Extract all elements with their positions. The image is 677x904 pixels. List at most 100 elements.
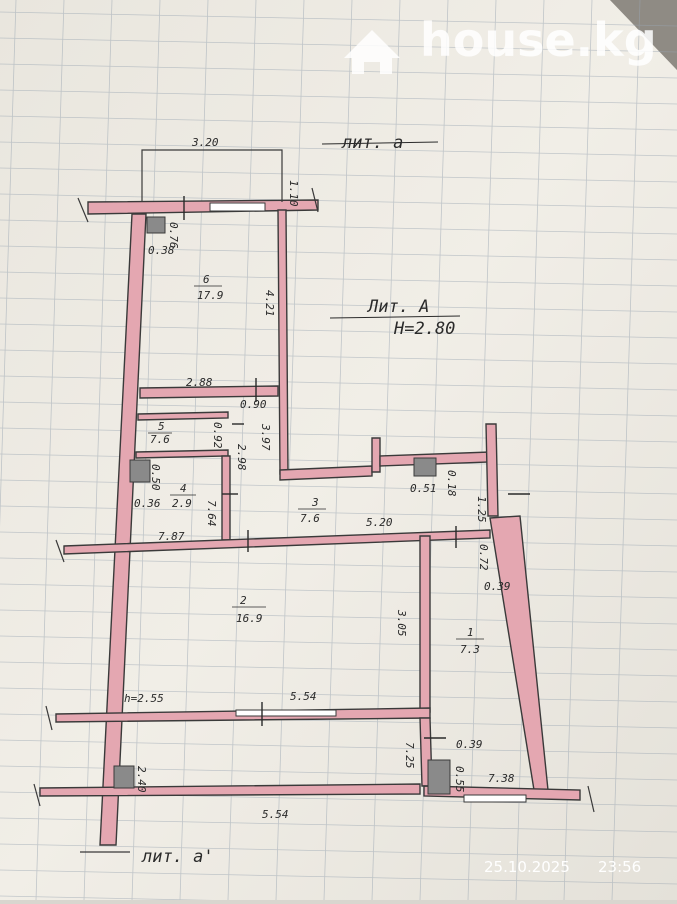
cut-mark-1 <box>77 197 89 223</box>
watermark-brand: house.kg <box>420 13 657 67</box>
dim-top-side: 1.10 <box>287 180 300 207</box>
dim-top-width: 3.20 <box>191 136 219 149</box>
grid-line-vertical <box>35 0 65 901</box>
grid-line-horizontal <box>0 245 677 261</box>
grid-line-horizontal <box>0 323 677 339</box>
grid-line-horizontal <box>0 453 677 469</box>
room-5-area: 7.6 <box>150 433 170 446</box>
room-3-number: 3 <box>311 496 319 509</box>
plan-labels: лит. а Лит. А Н=2.80 лит. а' 6 17.9 5 7.… <box>124 133 515 867</box>
cut-mark-2 <box>311 187 319 213</box>
door-marks <box>183 196 530 739</box>
grid-line-horizontal <box>0 375 677 391</box>
dim-d15: 0.39 <box>484 580 511 593</box>
dim-h-label: h=2.55 <box>124 692 164 705</box>
dim-d3: 0.90 <box>240 398 267 411</box>
grid-line-horizontal <box>0 37 677 53</box>
photo-timestamp: 25.10.2025 23:56 <box>484 858 641 876</box>
grid-line-vertical <box>611 0 641 901</box>
wall-room5-bottom <box>135 449 229 459</box>
grid-line-horizontal <box>0 557 677 573</box>
wall-room4-right <box>221 455 231 541</box>
vent-shaft-5 <box>427 759 451 795</box>
window-room6 <box>209 202 266 212</box>
dim-d11: 0.51 <box>410 482 437 495</box>
wall-room5-top <box>137 411 229 421</box>
dim-d6: 3.97 <box>259 423 272 451</box>
grid-line-vertical <box>0 0 17 528</box>
wall-room1-left <box>419 535 431 713</box>
grid-line-horizontal <box>0 167 677 183</box>
window-room2 <box>235 709 337 717</box>
wall-corridor-upper <box>279 465 373 481</box>
wall-corridor-lower <box>63 529 491 555</box>
dim-room2-height: 3.05 <box>395 609 408 637</box>
walls <box>39 199 581 846</box>
dim-d14: 0.72 <box>477 544 490 571</box>
grid-line-horizontal <box>0 219 677 235</box>
room-2-number: 2 <box>240 594 247 607</box>
wall-bottom-left <box>39 783 421 797</box>
paper-shadow <box>610 0 677 70</box>
vent-shaft-1 <box>146 216 166 234</box>
building-label-top-underline <box>321 141 439 145</box>
dim-d2: 0.38 <box>148 244 175 257</box>
vent-shaft-3 <box>413 457 437 477</box>
ceiling-height-label: Н=2.80 <box>393 319 455 339</box>
grid-line-horizontal <box>0 63 677 79</box>
dim-corridor-width: 5.20 <box>366 516 393 529</box>
grid-line-horizontal <box>0 427 677 443</box>
grid-line-horizontal <box>0 505 677 521</box>
dim-d16: 0.39 <box>456 738 483 751</box>
dim-d8: 0.36 <box>134 497 161 510</box>
building-label-bottom: лит. а' <box>141 847 214 867</box>
dim-d7: 0.50 <box>149 464 162 491</box>
grid-line-horizontal <box>0 89 677 105</box>
dim-d1: 0.76 <box>167 222 180 249</box>
dim-d12: 0.18 <box>445 470 458 497</box>
grid-line-vertical <box>275 0 305 901</box>
wall-left <box>99 213 147 846</box>
cut-mark-3 <box>55 539 65 563</box>
grid-line-horizontal <box>0 869 677 885</box>
dim-room2-width: 5.54 <box>290 690 317 703</box>
cut-mark-5 <box>33 783 41 807</box>
room-4-number: 4 <box>180 482 187 495</box>
balcony-outline <box>141 149 283 202</box>
vent-shafts <box>113 216 451 795</box>
dim-d10: 7.87 <box>158 530 185 543</box>
grid-line-vertical <box>83 0 113 901</box>
house-icon <box>344 30 400 74</box>
room-3-area: 7.6 <box>300 512 320 525</box>
grid-line-horizontal <box>0 349 677 365</box>
room-1-number: 1 <box>467 626 474 639</box>
dim-d20: 2.40 <box>135 766 148 793</box>
cut-mark-6 <box>587 785 595 813</box>
dim-d17: 7.25 <box>403 742 416 769</box>
main-label-underline <box>329 315 461 319</box>
wall-right-stub <box>485 423 499 517</box>
windows <box>209 202 527 803</box>
room-2-area: 16.9 <box>236 612 263 625</box>
grid-line-horizontal <box>0 271 677 287</box>
house-kg-watermark: house.kg <box>344 13 657 74</box>
room-6-area: 17.9 <box>197 289 224 302</box>
dim-bottom-width: 5.54 <box>262 808 289 821</box>
cut-mark-4 <box>45 705 53 731</box>
grid-line-horizontal <box>0 193 677 209</box>
grid-line-horizontal <box>0 479 677 495</box>
thin-lines <box>33 149 595 853</box>
grid-line-horizontal <box>0 401 677 417</box>
vent-shaft-2 <box>129 459 151 483</box>
wall-room6-bottom <box>139 385 279 399</box>
dim-room6-width: 2.88 <box>186 376 213 389</box>
timestamp-time: 23:56 <box>598 858 641 876</box>
wall-step <box>371 437 381 473</box>
wall-room6-right <box>277 209 289 475</box>
dim-d9: 7.64 <box>205 500 218 527</box>
grid-line-horizontal <box>0 843 677 859</box>
dim-d18: 0.55 <box>453 766 466 793</box>
